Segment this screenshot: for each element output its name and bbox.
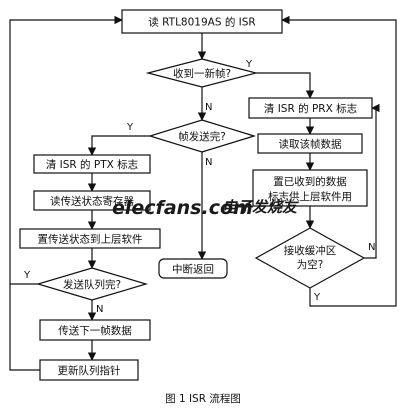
watermark-text-1: elecfans.com (112, 197, 253, 219)
node-read-isr-label: 读 RTL8019AS 的 ISR (148, 16, 255, 29)
branch-label-y1: Y (245, 59, 253, 70)
decision-rx-empty-label-2: 为空? (297, 258, 324, 271)
node-set-recv-label-1: 置已收到的数据 (273, 175, 347, 188)
node-read-tx-status-label: 读传送状态寄存器 (50, 195, 134, 208)
node-read-tx-status: 读传送状态寄存器 (33, 190, 151, 211)
branch-label-n3: N (96, 304, 103, 315)
decision-received-frame-label: 收到一新帧? (173, 67, 231, 80)
decision-frame-sent-label: 帧发送完? (178, 130, 226, 143)
node-send-next-label: 传送下一帧数据 (58, 324, 132, 337)
watermark-text-2: 电子发烧友 (222, 198, 299, 216)
connectors (9, 15, 397, 371)
node-read-isr: 读 RTL8019AS 的 ISR (121, 9, 283, 34)
figure-caption: 图 1 ISR 流程图 (165, 392, 241, 405)
node-set-recv-label-2: 标志供上层软件用 (268, 190, 352, 203)
node-read-frame-label: 读取该帧数据 (279, 138, 342, 151)
decision-queue-done: 发送队列完? (35, 267, 149, 301)
node-clear-prx-label: 清 ISR 的 PRX 标志 (264, 102, 357, 115)
node-clear-prx: 清 ISR 的 PRX 标志 (248, 97, 373, 119)
decision-queue-done-label: 发送队列完? (63, 278, 121, 291)
branch-label-y4: Y (313, 292, 321, 303)
node-set-recv: 置已收到的数据 标志供上层软件用 (252, 169, 368, 207)
branch-label-y2: Y (126, 122, 134, 133)
decision-rx-empty-label-1: 接收缓冲区 (284, 244, 337, 257)
node-clear-ptx-label: 清 ISR 的 PTX 标志 (46, 158, 138, 171)
branch-label-n4: N (368, 242, 375, 253)
decision-rx-empty: 接收缓冲区 为空? (254, 227, 366, 289)
branch-label-n1: N (205, 102, 212, 113)
branch-label-y3: Y (23, 270, 31, 281)
branch-labels: Y N Y N Y N N Y (23, 59, 375, 315)
node-read-frame: 读取该帧数据 (257, 133, 363, 154)
watermark: elecfans.com 电子发烧友 (112, 197, 299, 219)
node-int-return-label: 中断返回 (172, 263, 214, 276)
node-clear-ptx: 清 ISR 的 PTX 标志 (33, 154, 151, 174)
decision-received-frame: 收到一新帧? (145, 58, 259, 88)
node-update-queue-label: 更新队列指针 (58, 364, 121, 377)
decision-frame-sent: 帧发送完? (147, 119, 257, 153)
node-int-return: 中断返回 (158, 258, 228, 279)
node-set-tx-status: 置传送状态到上层软件 (19, 228, 161, 249)
branch-label-n2: N (205, 157, 212, 168)
node-set-tx-status-label: 置传送状态到上层软件 (38, 233, 143, 246)
node-update-queue: 更新队列指针 (39, 359, 139, 381)
node-send-next: 传送下一帧数据 (39, 319, 151, 341)
